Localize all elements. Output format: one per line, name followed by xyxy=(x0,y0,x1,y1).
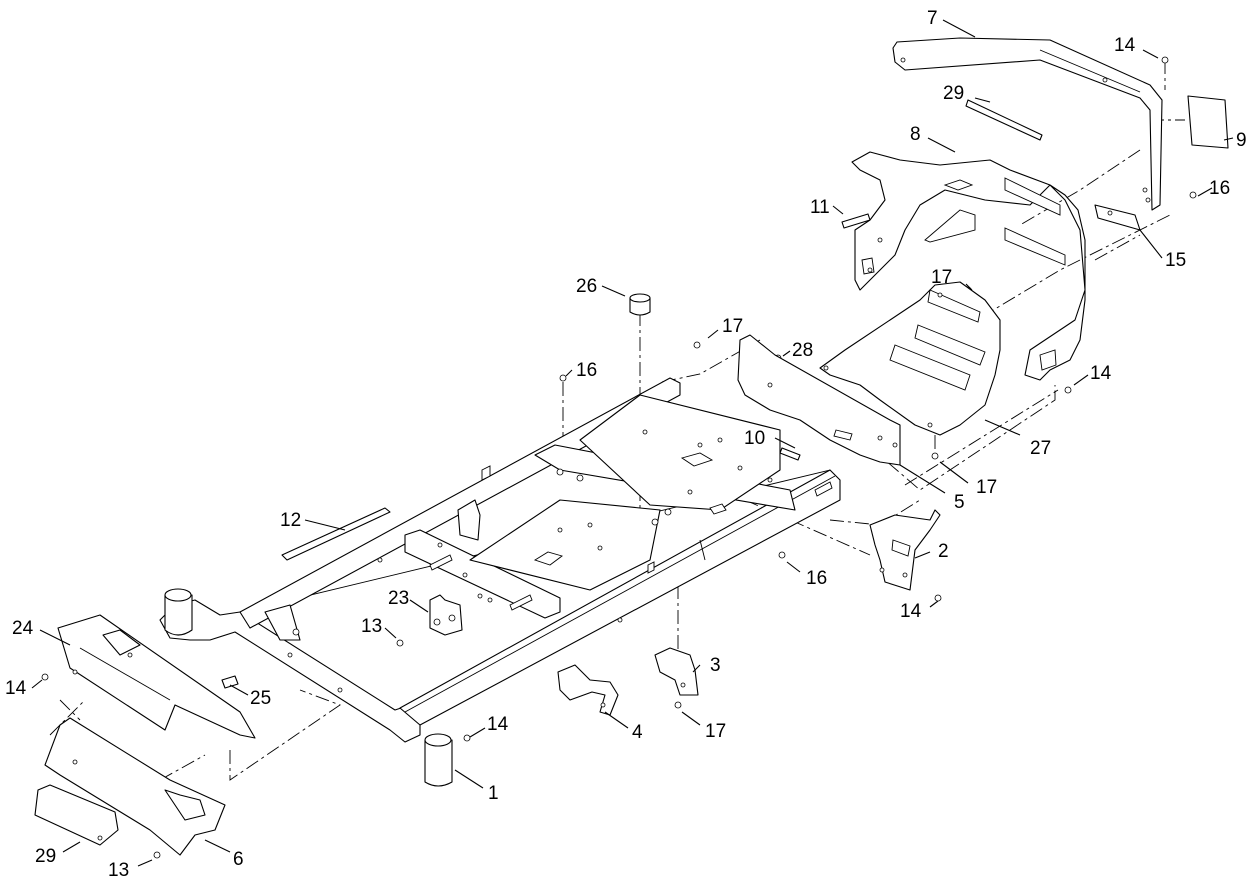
part-11-strip xyxy=(841,213,871,229)
part-24-front-shield xyxy=(57,614,256,739)
part-29-lower-plate xyxy=(34,784,119,846)
callout-24: 24 xyxy=(12,618,34,639)
part-3-bracket xyxy=(654,647,699,696)
callout-4: 4 xyxy=(632,722,643,743)
part-8-seat-panel xyxy=(851,151,1086,381)
callout-13: 13 xyxy=(361,616,382,637)
callout-26: 26 xyxy=(576,276,597,297)
callout-16: 16 xyxy=(1209,178,1230,199)
callout-29: 29 xyxy=(35,846,56,867)
part-27-seat-pan xyxy=(819,281,1001,436)
callout-14: 14 xyxy=(487,714,509,735)
part-26-bumper xyxy=(629,293,651,316)
callout-labels: 7 14 29 9 8 16 11 15 17 26 17 28 16 14 1… xyxy=(5,8,1247,881)
part-5-side-bracket xyxy=(737,334,901,466)
callout-17: 17 xyxy=(705,721,726,742)
callout-2: 2 xyxy=(938,541,949,562)
callout-6: 6 xyxy=(233,849,244,870)
callout-29: 29 xyxy=(943,83,964,104)
callout-17: 17 xyxy=(976,477,997,498)
part-6-lower-shield xyxy=(44,717,226,856)
callout-17: 17 xyxy=(931,267,952,288)
callout-8: 8 xyxy=(910,124,921,145)
callout-25: 25 xyxy=(250,688,271,709)
fasteners xyxy=(41,374,942,859)
part-7-upper-bracket xyxy=(892,37,1163,211)
callout-3: 3 xyxy=(710,655,721,676)
callout-11: 11 xyxy=(810,197,830,218)
callout-14: 14 xyxy=(1090,363,1112,384)
callout-10: 10 xyxy=(744,428,765,449)
callout-14: 14 xyxy=(1114,35,1136,56)
callout-16: 16 xyxy=(806,568,827,589)
callout-12: 12 xyxy=(280,510,301,531)
part-4-bracket xyxy=(557,664,619,716)
callout-7: 7 xyxy=(927,8,938,29)
callout-1: 1 xyxy=(488,783,499,804)
callout-14: 14 xyxy=(900,601,922,622)
callout-13: 13 xyxy=(108,860,129,881)
callout-14: 14 xyxy=(5,678,27,699)
callout-17: 17 xyxy=(722,316,743,337)
part-9-decal xyxy=(1187,95,1229,149)
callout-15: 15 xyxy=(1165,250,1186,271)
part-10-small xyxy=(779,447,801,461)
callout-9: 9 xyxy=(1236,130,1247,151)
callout-16: 16 xyxy=(576,360,597,381)
part-23-bracket xyxy=(429,594,463,636)
part-2-bracket xyxy=(869,509,941,591)
part-25-clip xyxy=(221,675,239,689)
main-frame xyxy=(159,377,841,787)
part-15-bracket xyxy=(1094,204,1141,231)
part-12-strip xyxy=(281,507,391,561)
callout-5: 5 xyxy=(954,492,965,513)
part-29-upper-strip xyxy=(965,99,1043,141)
callout-23: 23 xyxy=(388,588,409,609)
callout-28: 28 xyxy=(792,340,813,361)
leader-lines xyxy=(31,19,1234,867)
callout-27: 27 xyxy=(1030,438,1051,459)
